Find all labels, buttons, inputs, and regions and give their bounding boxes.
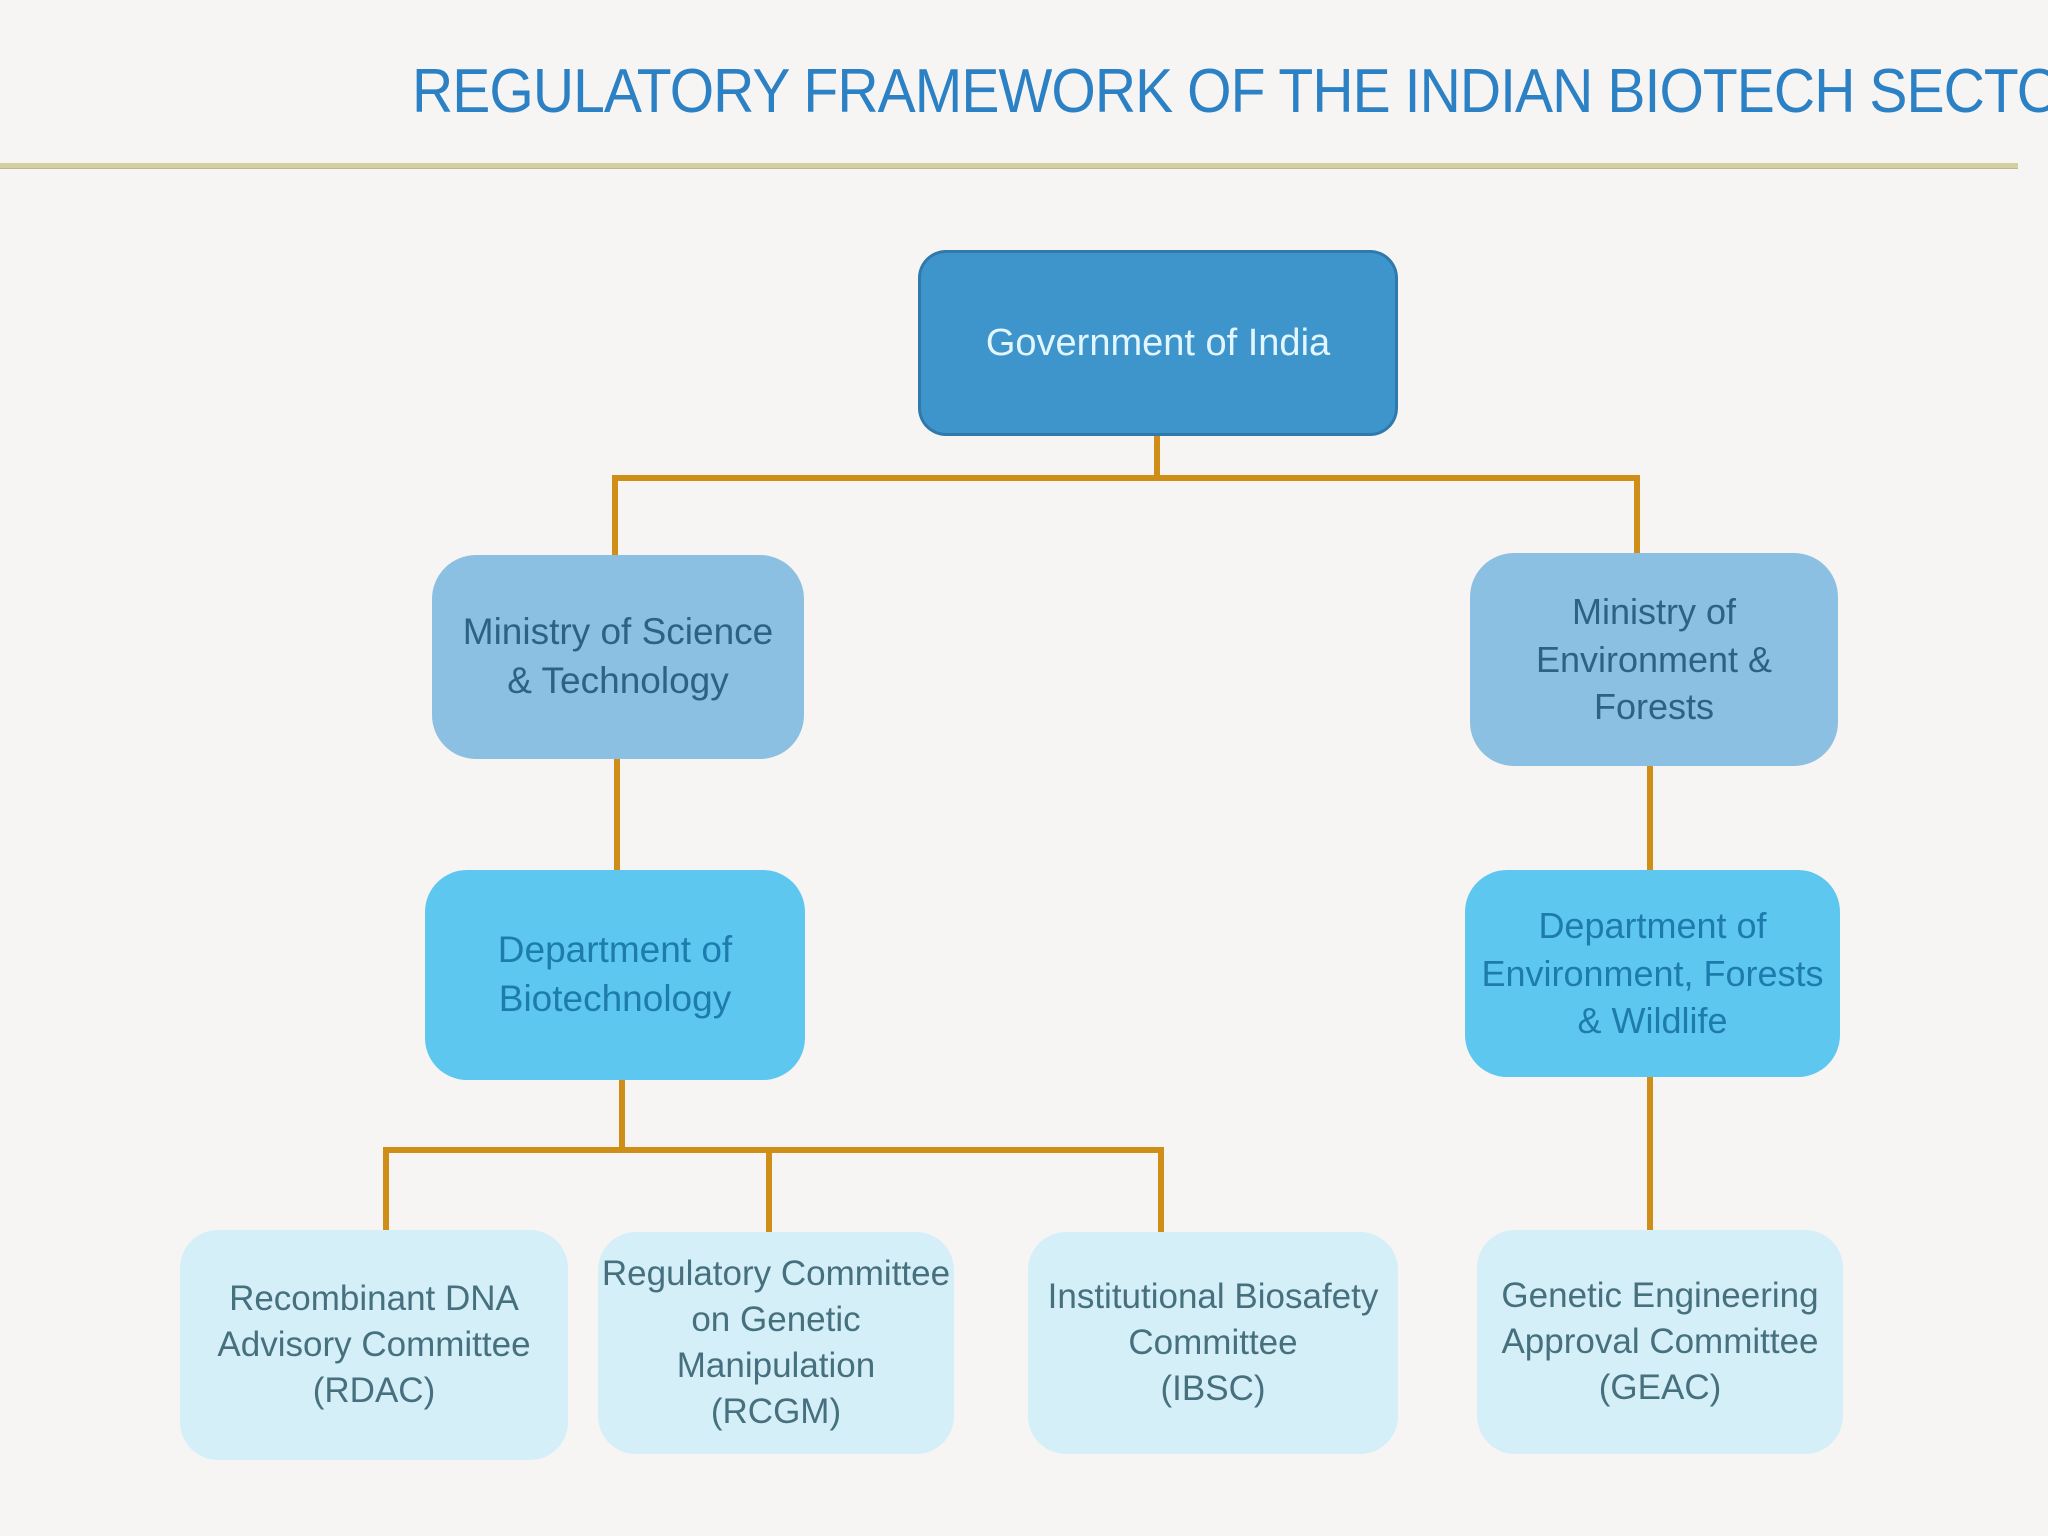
node-department-of-environment-forests-wildlife: Department of Environment, Forests & Wil… (1465, 870, 1840, 1077)
node-rcgm-committee: Regulatory Committee on Genetic Manipula… (598, 1232, 954, 1454)
node-government-of-india: Government of India (918, 250, 1398, 436)
connector-defw-to-geac (1647, 1075, 1653, 1232)
connector-most-drop (612, 478, 618, 558)
connector-dbt-down (619, 1078, 625, 1150)
node-geac-committee: Genetic Engineering Approval Committee (… (1477, 1230, 1843, 1454)
connector-moef-drop (1634, 478, 1640, 556)
node-department-of-biotechnology: Department of Biotechnology (425, 870, 805, 1080)
node-rdac-committee: Recombinant DNA Advisory Committee (RDAC… (180, 1230, 568, 1460)
connector-goi-down (1154, 433, 1160, 481)
connector-rcgm-drop (766, 1150, 772, 1234)
node-ministry-of-environment-forests: Ministry of Environment & Forests (1470, 553, 1838, 766)
connector-ministries-horizontal (612, 475, 1640, 481)
connector-moef-to-defw (1647, 764, 1653, 872)
slide-title: REGULATORY FRAMEWORK OF THE INDIAN BIOTE… (412, 57, 2048, 126)
title-underline-rule (0, 163, 2018, 169)
node-ministry-of-science-technology: Ministry of Science & Technology (432, 555, 804, 759)
connector-most-to-dbt (614, 757, 620, 872)
connector-ibsc-drop (1158, 1150, 1164, 1234)
connector-committees-horizontal (383, 1147, 1164, 1153)
connector-rdac-drop (383, 1150, 389, 1232)
node-ibsc-committee: Institutional Biosafety Committee (IBSC) (1028, 1232, 1398, 1454)
